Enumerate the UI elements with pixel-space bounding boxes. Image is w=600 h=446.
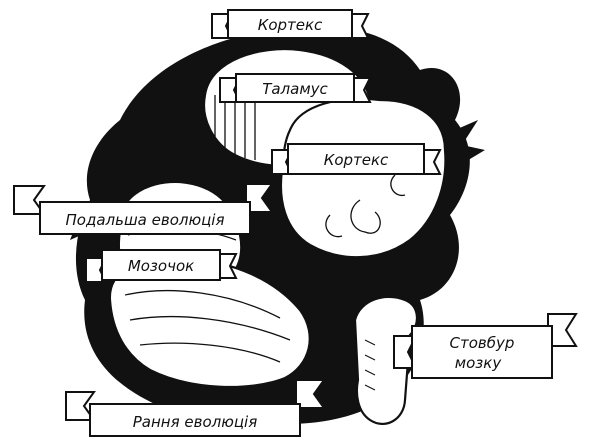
ribbon-band — [227, 9, 353, 39]
lower-brain-folds — [124, 290, 291, 363]
ribbon-band — [89, 403, 301, 437]
ribbon-cortex-front: Кортекс — [271, 143, 442, 175]
ribbon-brainstem: Стовбур мозку — [393, 313, 578, 379]
ribbon-band — [39, 201, 251, 235]
label-cortex-top: Кортекс — [258, 16, 323, 34]
label-cortex-front: Кортекс — [324, 151, 389, 169]
label-cerebellum: Мозочок — [128, 257, 194, 275]
front-cortex-shape — [279, 97, 447, 259]
ribbon-early-evolution: Рання еволюція — [65, 379, 326, 437]
ribbon-band — [235, 73, 355, 103]
ribbon-thalamus: Таламус — [219, 73, 372, 103]
ink-splatter-drip-right — [455, 120, 485, 165]
label-early-evolution: Рання еволюція — [133, 413, 258, 431]
ribbon-band — [411, 325, 553, 379]
ribbon-band — [101, 249, 221, 281]
ribbon-band — [287, 143, 425, 175]
front-cortex-folds — [325, 174, 406, 238]
label-brainstem-line2: мозку — [455, 354, 503, 372]
ribbon-cerebellum: Мозочок — [85, 249, 238, 283]
ribbon-cortex-top: Кортекс — [211, 9, 370, 39]
label-thalamus: Таламус — [262, 80, 328, 98]
label-further-evolution: Подальша еволюція — [66, 211, 225, 229]
ribbon-further-evolution: Подальша еволюція — [13, 183, 274, 235]
thalamus-folds — [214, 75, 256, 160]
brainstem-shading — [364, 339, 376, 391]
label-brainstem-line1: Стовбур — [450, 334, 515, 352]
